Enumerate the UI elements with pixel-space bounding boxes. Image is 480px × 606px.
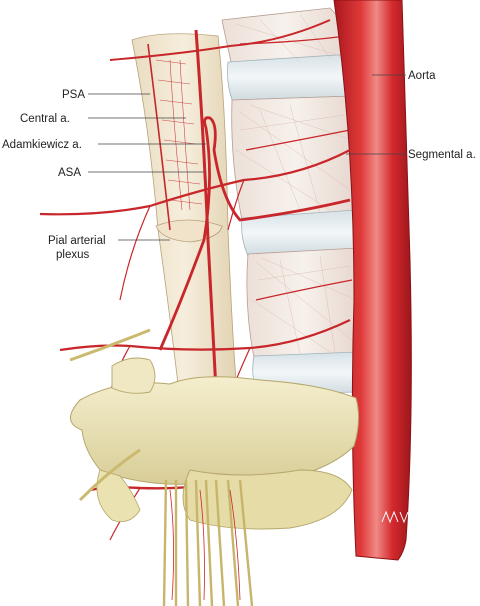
label-central-artery: Central a. bbox=[20, 113, 70, 125]
anterior-spinal-artery bbox=[194, 29, 218, 391]
label-psa: PSA bbox=[62, 89, 85, 101]
nerve-roots bbox=[162, 479, 254, 606]
spinal-cord bbox=[131, 29, 351, 391]
label-plexus: plexus bbox=[56, 249, 89, 261]
label-aorta: Aorta bbox=[408, 70, 436, 82]
leader-lines bbox=[88, 74, 406, 241]
label-asa: ASA bbox=[58, 167, 81, 179]
intervertebral-disc-upper bbox=[227, 53, 356, 101]
label-adamkiewicz-artery: Adamkiewicz a. bbox=[2, 139, 82, 151]
posterior-spinal-artery bbox=[147, 43, 171, 231]
spinal-nerves bbox=[69, 328, 151, 502]
label-segmental-artery: Segmental a. bbox=[408, 149, 476, 161]
vertebral-body-lower bbox=[246, 247, 361, 359]
adamkiewicz-artery bbox=[158, 116, 351, 351]
label-pial-arterial: Pial arterial bbox=[48, 235, 106, 247]
artist-signature bbox=[381, 510, 409, 524]
lower-vertebra bbox=[70, 357, 360, 530]
